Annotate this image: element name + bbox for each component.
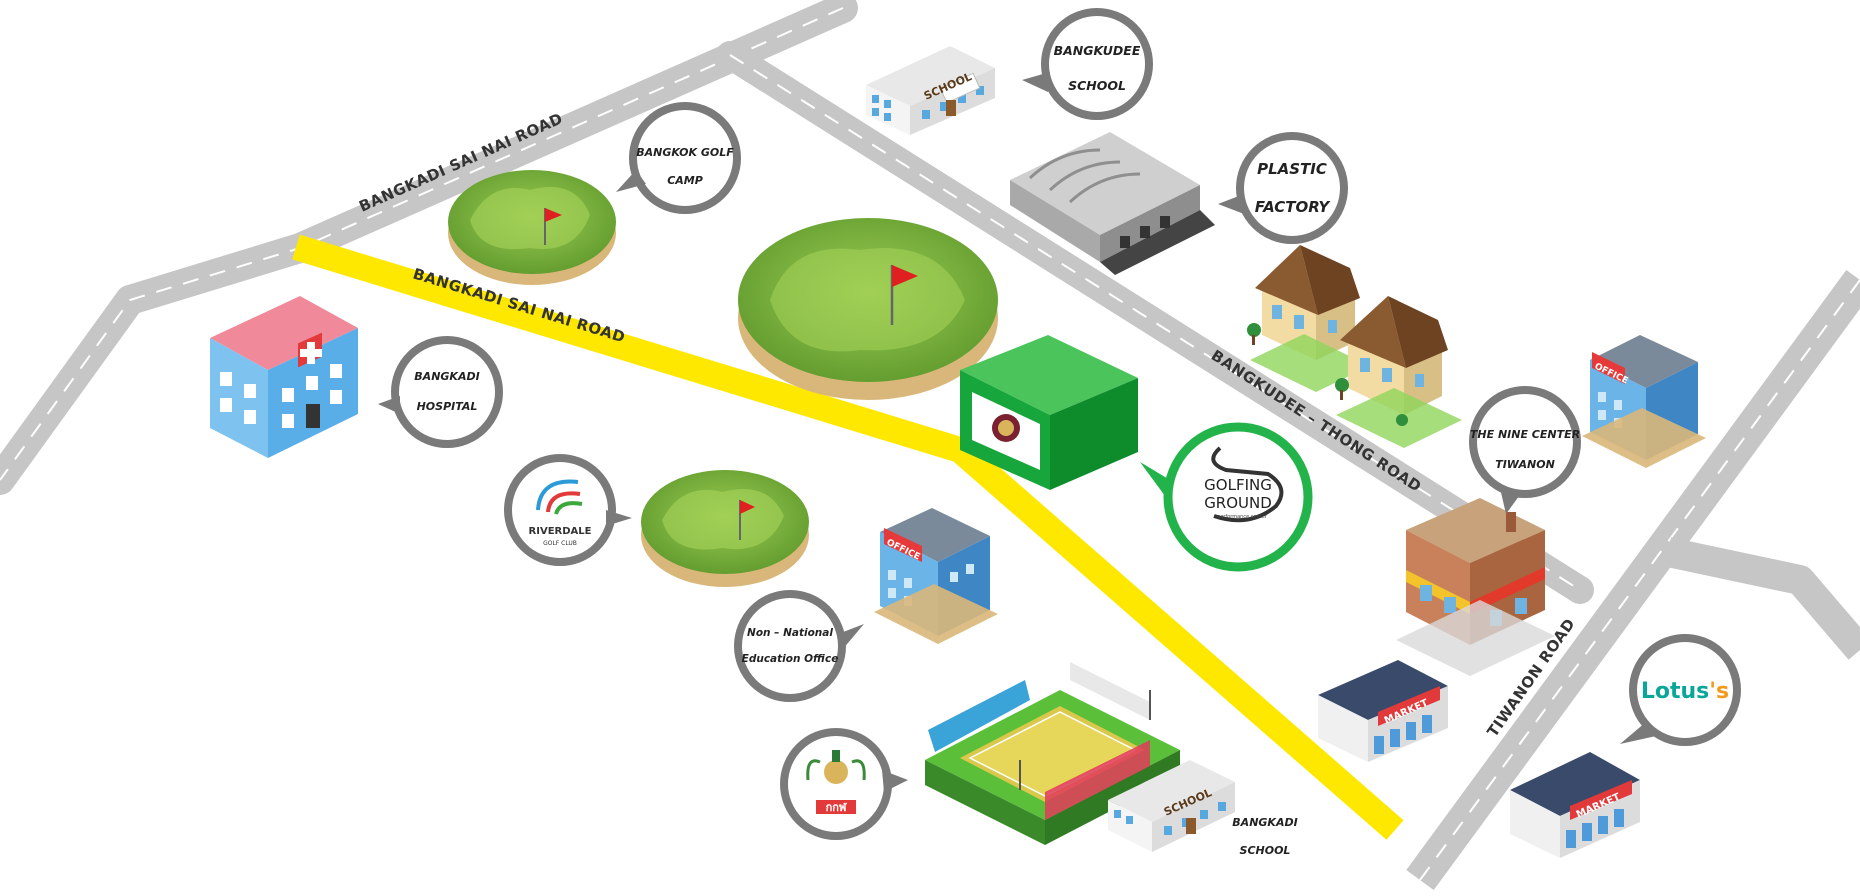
golf-course-small-bottom [641,470,809,587]
label-bangkadi-school: BANGKADI SCHOOL [1232,816,1297,857]
svg-text:SCHOOL: SCHOOL [1240,844,1291,857]
bubble-plastic-factory: PLASTIC FACTORY [1218,132,1348,244]
svg-text:performance center: performance center [1217,514,1268,520]
svg-text:SCHOOL: SCHOOL [1068,78,1126,93]
market-building-bottom: MARKET [1510,752,1640,858]
svg-text:BANGKUDEE: BANGKUDEE [1054,43,1141,58]
office-building-top-right: OFFICE [1582,335,1706,468]
hospital-building [210,296,358,458]
shop-building [1396,498,1555,676]
svg-text:GOLFING: GOLFING [1204,476,1272,494]
svg-text:Non – National: Non – National [747,627,833,639]
svg-text:GROUND: GROUND [1204,494,1272,512]
market-building-middle: MARKET [1318,660,1448,762]
golfing-ground-logo-icon [1211,446,1284,523]
sports-authority-emblem-icon [806,750,866,784]
school-building-bottom: SCHOOL [1108,760,1235,852]
bubble-bangkadi-hospital: BANGKADI HOSPITAL [378,336,503,448]
svg-text:RIVERDALE: RIVERDALE [529,526,592,537]
svg-text:THE NINE CENTER: THE NINE CENTER [1470,428,1580,441]
golf-course-large [738,218,998,400]
bubble-emblem: กกฬ [780,728,908,840]
svg-text:CAMP: CAMP [667,174,703,187]
factory-building [1010,132,1215,275]
bubble-riverdale-golf: RIVERDALE GOLF CLUB [504,454,632,566]
svg-text:Education Office: Education Office [742,653,839,665]
bubble-bangkudee-school: BANGKUDEE SCHOOL [1022,8,1153,120]
lotus-logo: Lotus's [1641,679,1729,704]
bubble-bangkok-golf-camp: BANGKOK GOLF CAMP [616,102,741,214]
svg-text:PLASTIC: PLASTIC [1257,160,1327,178]
riverdale-logo-icon [536,479,583,515]
school-building-top: SCHOOL [866,46,995,135]
svg-text:FACTORY: FACTORY [1255,198,1332,216]
svg-text:BANGKADI: BANGKADI [1232,816,1297,829]
golfing-ground-building [960,335,1138,490]
svg-text:HOSPITAL: HOSPITAL [417,400,478,413]
svg-text:TIWANON: TIWANON [1495,458,1555,471]
office-building-middle: OFFICE [874,508,998,644]
golf-course-small-top [448,170,616,285]
bubble-nine-center: THE NINE CENTER TIWANON [1469,386,1581,514]
bubble-golfing-ground: GOLFING GROUND performance center [1140,422,1313,572]
crest-icon [992,414,1020,442]
bubble-education-office: Non – National Education Office [734,590,864,702]
house-right [1335,296,1462,448]
stadium [925,662,1180,845]
svg-text:GOLF CLUB: GOLF CLUB [543,540,577,547]
svg-text:BANGKOK GOLF: BANGKOK GOLF [636,146,734,159]
svg-text:กกฬ: กกฬ [826,801,848,814]
house-left [1247,245,1370,392]
bubble-lotus: Lotus's [1620,634,1741,746]
svg-text:BANGKADI: BANGKADI [414,370,479,383]
cross-icon [300,342,322,364]
